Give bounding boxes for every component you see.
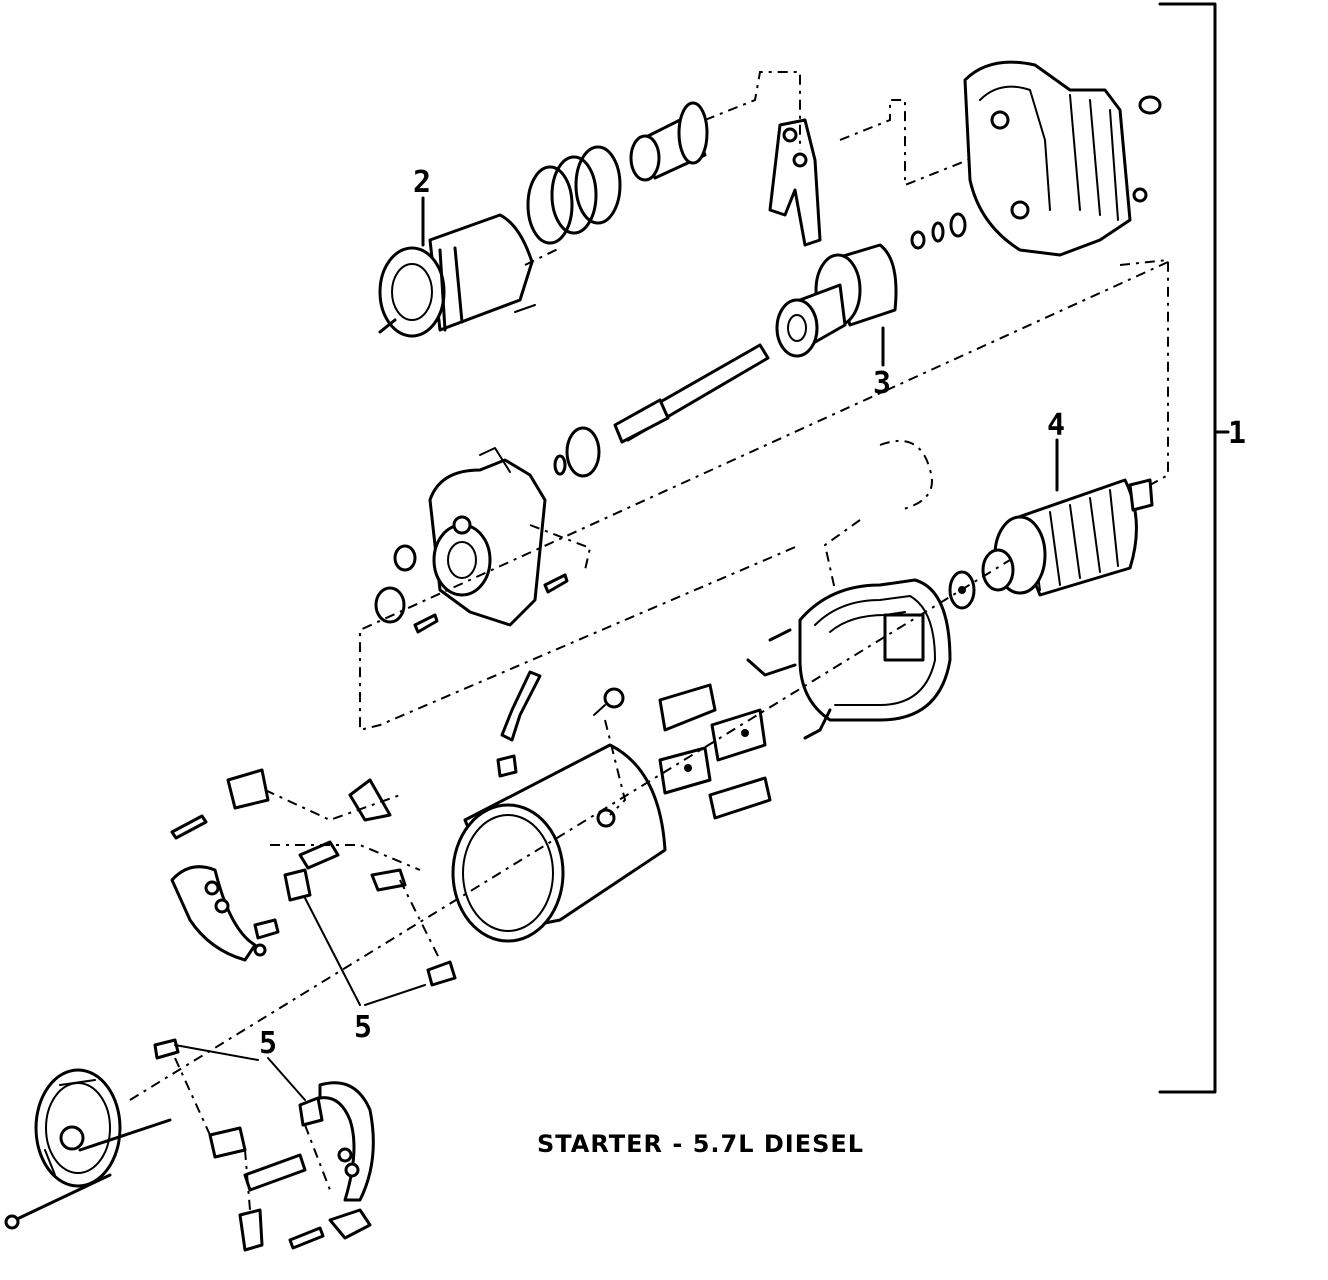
shift-lever [768, 118, 822, 247]
plunger-spring [526, 145, 622, 245]
brush-plate [170, 865, 280, 962]
drive-end-frame [374, 447, 569, 634]
drive-housing [963, 60, 1162, 257]
plunger [629, 101, 709, 182]
assembly-bracket [1158, 2, 1230, 1094]
armature [948, 478, 1154, 610]
callout-4: 4 [1047, 408, 1065, 443]
field-coils [746, 578, 952, 740]
callout-2: 2 [413, 165, 431, 200]
field-frame [451, 743, 667, 943]
drive-assembly [775, 243, 898, 358]
solenoid [378, 213, 536, 338]
callout-5-upper: 5 [354, 1010, 372, 1045]
pole-shoes [658, 683, 772, 820]
commutator-end-frame [34, 1068, 122, 1188]
callout-leaders [174, 196, 1059, 1101]
terminal-strap [496, 670, 625, 778]
assembly-leader-lines [129, 71, 1169, 1211]
lower-brush-assembly [153, 1038, 375, 1252]
pinion-gear [553, 426, 601, 478]
diagram-caption: STARTER - 5.7L DIESEL [537, 1130, 864, 1158]
drive-washers [910, 212, 967, 250]
armature-shaft [613, 343, 770, 444]
callout-3: 3 [873, 366, 891, 401]
through-bolts [4, 1118, 172, 1230]
callout-5-lower: 5 [259, 1026, 277, 1061]
callout-1: 1 [1228, 416, 1246, 451]
